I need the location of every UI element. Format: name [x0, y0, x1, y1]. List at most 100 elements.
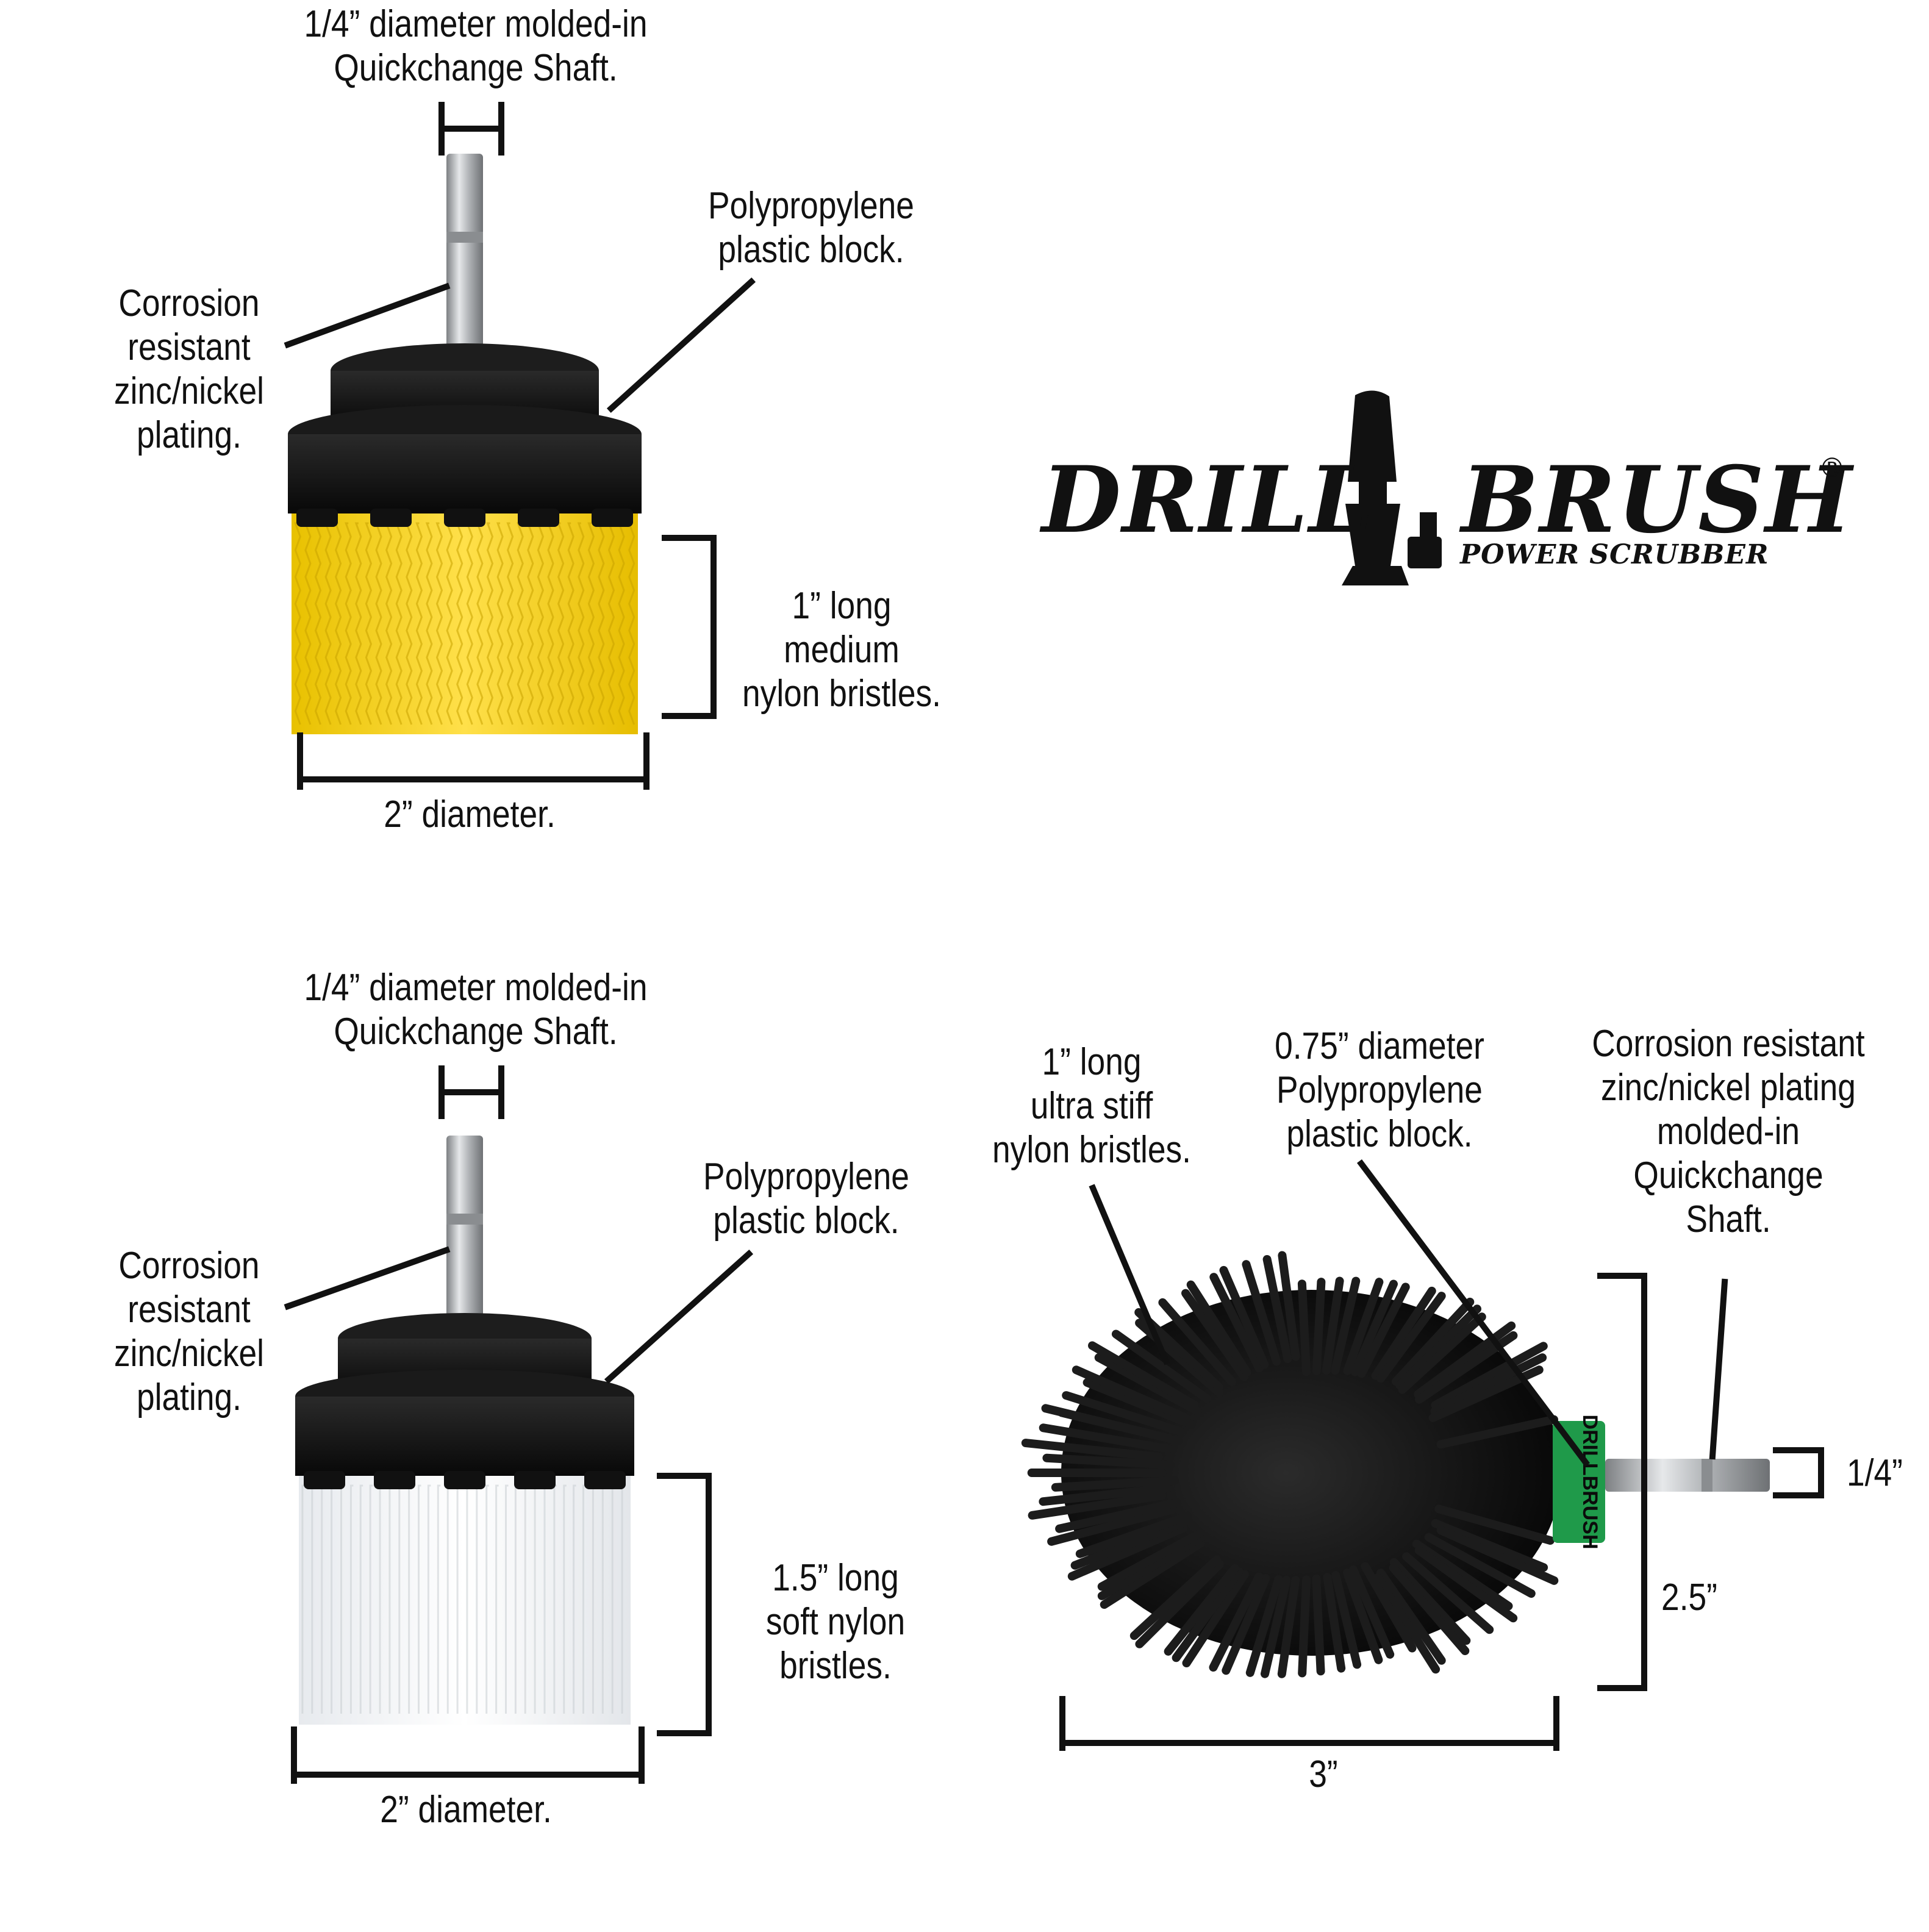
white-plating-label: Corrosion resistant zinc/nickel plating.: [114, 1245, 264, 1419]
white-brush-shaft: [446, 1136, 483, 1337]
bristle-strand: [340, 1484, 344, 1714]
bristle-strand: [398, 1484, 402, 1714]
bristle-strand: [506, 522, 514, 725]
black-brush-shaft-groove: [1702, 1459, 1712, 1492]
yellow-bristle-dim: [662, 535, 717, 719]
black-length-dim-label: 3”: [1309, 1753, 1338, 1795]
bristle-spike: [1430, 1353, 1547, 1416]
bristle-strand: [365, 522, 372, 725]
bristle-strand: [537, 522, 544, 725]
bristle-strand: [577, 522, 585, 725]
bristle-strand: [345, 522, 352, 725]
bristle-strand: [445, 522, 453, 725]
black-shaft-dim: [1773, 1447, 1824, 1498]
black-brush-spikes: [1021, 1251, 1559, 1678]
bristle-strand: [495, 1484, 499, 1714]
bristle-strand: [435, 522, 443, 725]
yellow-plating-label: Corrosion resistant zinc/nickel plating.: [114, 282, 264, 456]
yellow-plating-leader: [284, 282, 451, 349]
bristle-strand: [597, 522, 605, 725]
bristle-strand: [466, 1484, 470, 1714]
bristle-spike: [1431, 1519, 1548, 1572]
bristle-spike: [1242, 1260, 1281, 1366]
yellow-brush: [288, 154, 642, 734]
bristle-spike: [1245, 1575, 1283, 1677]
bristle-strand: [466, 522, 473, 725]
bristle-spike: [1097, 1529, 1204, 1591]
bristle-strand: [496, 522, 504, 725]
yellow-block-leader: [606, 277, 756, 413]
bristle-strand: [324, 522, 332, 725]
bristle-spike: [1373, 1573, 1440, 1674]
black-brush-shaft: [1605, 1459, 1770, 1492]
tuft-socket: [444, 509, 485, 527]
white-diameter-label: 2” diameter.: [380, 1789, 552, 1831]
bristle-spike: [1412, 1539, 1513, 1611]
brand-word-right: BRUSH: [1461, 446, 1853, 554]
white-bristle-dim: [657, 1473, 712, 1736]
bristle-strand: [418, 1484, 421, 1714]
bristle-spike: [1349, 1565, 1395, 1659]
bristle-spike: [1436, 1415, 1558, 1449]
bristle-spike: [1129, 1555, 1222, 1640]
bristle-strand: [557, 522, 565, 725]
bristle-spike: [1323, 1573, 1346, 1673]
bristle-spike: [1094, 1353, 1202, 1416]
white-block-label: Polypropylene plastic block.: [703, 1156, 909, 1242]
black-block-label: 0.75” diameter Polypropylene plastic blo…: [1275, 1025, 1484, 1155]
yellow-diameter-dim: [297, 732, 650, 790]
bristle-strand: [514, 1484, 518, 1714]
bristle-strand: [582, 1484, 586, 1714]
bristle-spike: [1278, 1251, 1300, 1361]
black-plating-leader: [1709, 1278, 1728, 1460]
bristle-strand: [405, 522, 413, 725]
yellow-diameter-label: 2” diameter.: [384, 793, 556, 835]
bristle-strand: [395, 522, 403, 725]
bristle-strand: [617, 522, 625, 725]
bristle-spike: [1070, 1518, 1190, 1570]
bristle-spike: [1277, 1576, 1300, 1678]
dimension-lines: [284, 102, 1824, 1784]
bristle-spike: [1342, 1568, 1383, 1664]
bristle-strand: [446, 1484, 451, 1714]
bristle-spike: [1062, 1391, 1185, 1436]
yellow-brush-shaft-groove: [446, 232, 483, 243]
bristle-spike: [1075, 1511, 1192, 1558]
bristle-spike: [1398, 1312, 1486, 1394]
black-shaft-dim-label: 1/4”: [1847, 1452, 1903, 1494]
bristle-strand: [628, 522, 635, 725]
bristle-strand: [427, 1484, 431, 1714]
bristle-spike: [1042, 1453, 1175, 1469]
bristle-spike: [1402, 1552, 1494, 1634]
bristle-strand: [374, 522, 382, 725]
bristle-spike: [1100, 1539, 1205, 1609]
bristle-spike: [1312, 1278, 1326, 1375]
bristle-strand: [534, 1484, 538, 1714]
bristle-strand: [592, 1484, 596, 1714]
bristle-strand: [437, 1484, 441, 1714]
black-brush-band-text: DRILLBRUSH: [1578, 1415, 1602, 1550]
tuft-socket: [296, 509, 338, 527]
bristle-spike: [1414, 1321, 1516, 1399]
bristle-spike: [1067, 1523, 1188, 1581]
black-brush-green-band: [1553, 1421, 1605, 1543]
brand-registered-mark: ®: [1819, 453, 1845, 484]
bristle-strand: [567, 522, 574, 725]
bristle-spike: [1298, 1575, 1311, 1678]
bristle-spike: [1039, 1423, 1173, 1453]
bristle-spike: [1343, 1278, 1384, 1375]
bristle-spike: [1072, 1365, 1190, 1422]
bristle-spike: [1322, 1276, 1344, 1375]
tuft-socket: [370, 509, 412, 527]
bristle-spike: [1209, 1273, 1264, 1373]
white-plating-leader: [284, 1246, 451, 1311]
white-brush-block-lower: [295, 1397, 634, 1476]
bristle-strand: [476, 1484, 479, 1714]
bristle-spike: [1357, 1283, 1410, 1378]
bristle-strand: [607, 522, 615, 725]
yellow-brush-shaft: [446, 154, 483, 367]
bristle-strand: [573, 1484, 576, 1714]
bristle-spike: [1021, 1439, 1163, 1461]
bristle-spike: [1039, 1484, 1173, 1506]
